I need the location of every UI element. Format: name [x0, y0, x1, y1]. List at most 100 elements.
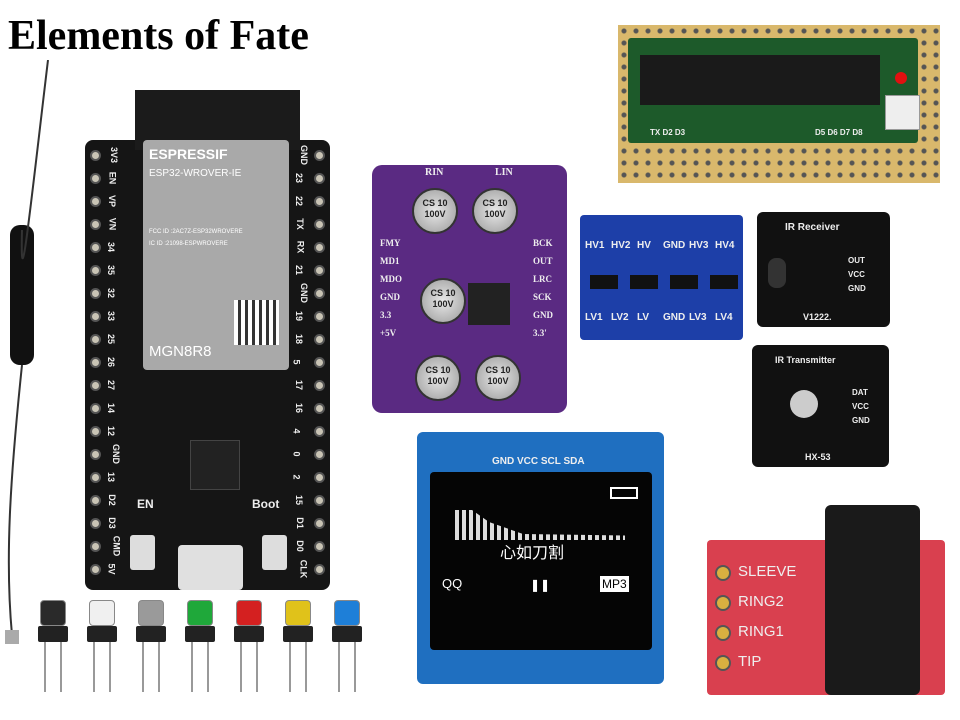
ir-transmitter-model: HX-53 — [805, 452, 831, 462]
ls-pin-label: GND — [663, 240, 686, 251]
button-legs — [338, 642, 356, 692]
slide-title: Elements of Fate — [8, 13, 309, 59]
pin-header — [314, 196, 325, 207]
perf-labels: TX D2 D3 — [650, 128, 686, 137]
ls-pin-label: HV — [637, 240, 651, 251]
pin-label: EN — [107, 171, 118, 185]
button-cap — [138, 600, 164, 626]
pin-label: 33 — [106, 310, 117, 322]
antenna-cable — [5, 60, 49, 644]
mp3-label: MP3 — [600, 576, 629, 592]
jack-pin — [715, 655, 731, 671]
module-brand: ESPRESSIF — [149, 146, 228, 162]
tactile-button — [185, 600, 215, 692]
perf-labels-2: D5 D6 D7 D8 — [815, 128, 863, 137]
button-cap — [334, 600, 360, 626]
jack-pin — [715, 625, 731, 641]
button-legs — [44, 642, 62, 692]
module-code: MGN8R8 — [149, 343, 212, 360]
pin-label: 2 — [291, 474, 302, 480]
pin-label: 18 — [294, 333, 305, 345]
pin-header — [90, 541, 101, 552]
en-button[interactable] — [130, 535, 155, 570]
dip-chip — [640, 55, 880, 105]
pin-header — [90, 403, 101, 414]
boot-button[interactable] — [262, 535, 287, 570]
button-base — [234, 626, 264, 642]
pin-label: 21 — [294, 264, 305, 276]
mosfet — [630, 275, 658, 289]
pin-label: 22 — [294, 195, 305, 207]
button-base — [283, 626, 313, 642]
audio-pin-label: 3.3' — [533, 328, 547, 338]
pin-header — [314, 288, 325, 299]
pin-header — [90, 173, 101, 184]
pin-header — [90, 357, 101, 368]
jack-pin-label: TIP — [738, 653, 762, 670]
pin-label: 4 — [291, 428, 302, 434]
pin-header — [90, 380, 101, 391]
pin-header — [314, 334, 325, 345]
ir-transmitter-board — [752, 345, 889, 467]
button-base — [87, 626, 117, 642]
pin-label: GND — [299, 145, 309, 165]
usb-chip — [190, 440, 240, 490]
ir-receiver-pin: OUT — [848, 256, 865, 265]
ir-transmitter-pin: DAT — [852, 388, 868, 397]
pin-label: 14 — [106, 402, 117, 414]
en-label: EN — [137, 497, 154, 511]
pin-header — [314, 518, 325, 529]
audio-pin-label: GND — [533, 310, 553, 320]
pin-header — [314, 311, 325, 322]
ir-transmitter-title: IR Transmitter — [775, 355, 836, 365]
ls-pin-label: GND — [663, 312, 686, 323]
pin-label: CLK — [298, 559, 309, 579]
tactile-button — [234, 600, 264, 692]
pin-header — [90, 495, 101, 506]
pin-label: 26 — [106, 356, 117, 368]
pin-header — [90, 288, 101, 299]
ls-pin-label: HV1 — [585, 240, 605, 251]
pin-header — [314, 426, 325, 437]
pin-label: TX — [294, 218, 305, 230]
button-cap — [187, 600, 213, 626]
oled-screen: 心如刀割 QQ ❚❚ MP3 — [430, 472, 652, 650]
pin-header — [90, 196, 101, 207]
pin-header — [90, 426, 101, 437]
mosfet — [710, 275, 738, 289]
pin-label: GND — [299, 283, 309, 303]
button-legs — [142, 642, 160, 692]
audio-pin-label: LIN — [495, 167, 513, 178]
reset-button[interactable] — [885, 95, 920, 130]
pin-header — [90, 472, 101, 483]
button-legs — [240, 642, 258, 692]
capacitor: CS 10 100V — [412, 188, 458, 234]
pause-icon[interactable]: ❚❚ — [530, 578, 551, 592]
button-cap — [89, 600, 115, 626]
pin-label: D2 — [106, 494, 117, 506]
battery-icon — [610, 487, 638, 499]
pin-label: 23 — [294, 172, 305, 184]
pin-header — [90, 150, 101, 161]
button-legs — [93, 642, 111, 692]
audio-pin-label: 3.3 — [380, 310, 392, 320]
qr-code — [234, 300, 279, 345]
pin-label: 12 — [106, 425, 117, 437]
mosfet — [590, 275, 618, 289]
pin-label: VP — [107, 194, 118, 208]
audio-pin-label: OUT — [533, 256, 553, 266]
pin-header — [314, 357, 325, 368]
pin-label: 25 — [106, 333, 117, 345]
pin-label: D1 — [294, 517, 305, 529]
ir-receiver-pin: GND — [848, 284, 866, 293]
ir-receiver-model: V1222. — [803, 312, 832, 322]
jack-pin-label: RING2 — [738, 593, 784, 610]
micro-usb-port — [178, 545, 243, 590]
pin-header — [90, 518, 101, 529]
led — [895, 72, 907, 84]
pin-header — [314, 265, 325, 276]
pin-label: 16 — [294, 402, 305, 414]
pin-label: 17 — [294, 379, 305, 391]
pin-label: 13 — [106, 471, 117, 483]
button-cap — [285, 600, 311, 626]
